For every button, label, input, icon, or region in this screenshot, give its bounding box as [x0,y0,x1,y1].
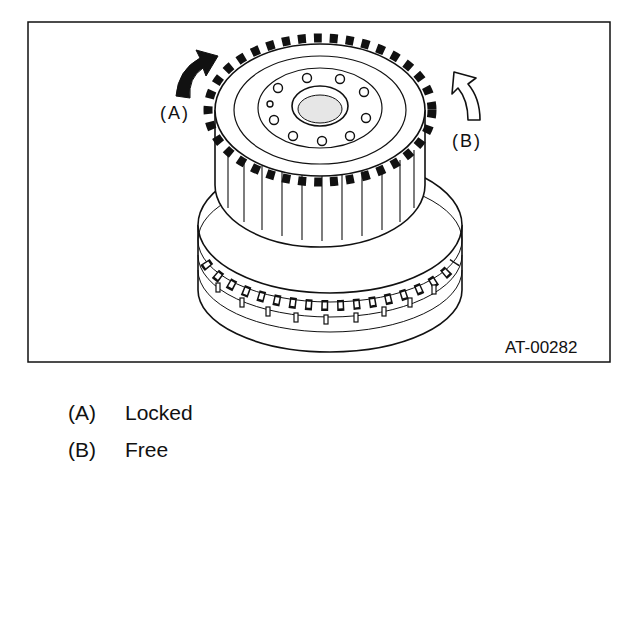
drawing-part [261,166,262,230]
drawing-part [324,315,328,324]
drawing-part [413,150,414,208]
drawing-part [208,38,432,182]
drawing-part [361,171,362,236]
drawing-part [298,95,342,123]
drawing-part [234,56,406,164]
figure-frame [28,22,610,362]
drawing-part [382,307,386,316]
arrow-label: (A) [160,104,190,124]
drawing-part [362,114,371,123]
drawing-part [294,313,298,322]
arrow-label: (B) [452,132,482,152]
upper-gear-drum [208,38,432,247]
drawing-part [381,166,382,230]
drawing-part [243,160,244,222]
drawing-part [274,84,283,93]
drawing-part [303,74,312,83]
drawing-part [292,86,348,126]
drawing-part [198,270,462,332]
drawing-part [270,116,279,125]
drawing-part [318,137,327,146]
drawing-part [341,174,342,240]
drawing-part [354,313,358,322]
drawing-part [399,160,400,222]
legend-text: Free [125,438,168,461]
legend-key: (B) [68,438,96,461]
drawing-part [336,75,345,84]
drawing-part [360,88,369,97]
drawing-part [432,285,436,294]
figure-number: AT-00282 [505,339,577,358]
drawing-part [227,150,228,208]
drawing-part [258,68,382,148]
drawing-part [346,132,355,141]
locked-arrow [176,50,218,98]
drawing-part [198,255,462,317]
drawing-part [266,307,270,316]
drawing-part [216,283,220,292]
free-arrow [452,72,480,120]
legend-text: Locked [125,401,193,424]
legend-key: (A) [68,401,96,424]
drawing-part [289,132,298,141]
drawing-part [240,298,244,307]
drawing-part [267,74,371,146]
drawing-part [267,101,273,107]
drawing-part [408,298,412,307]
drawing-part [215,44,425,176]
drawing-part [216,283,436,324]
